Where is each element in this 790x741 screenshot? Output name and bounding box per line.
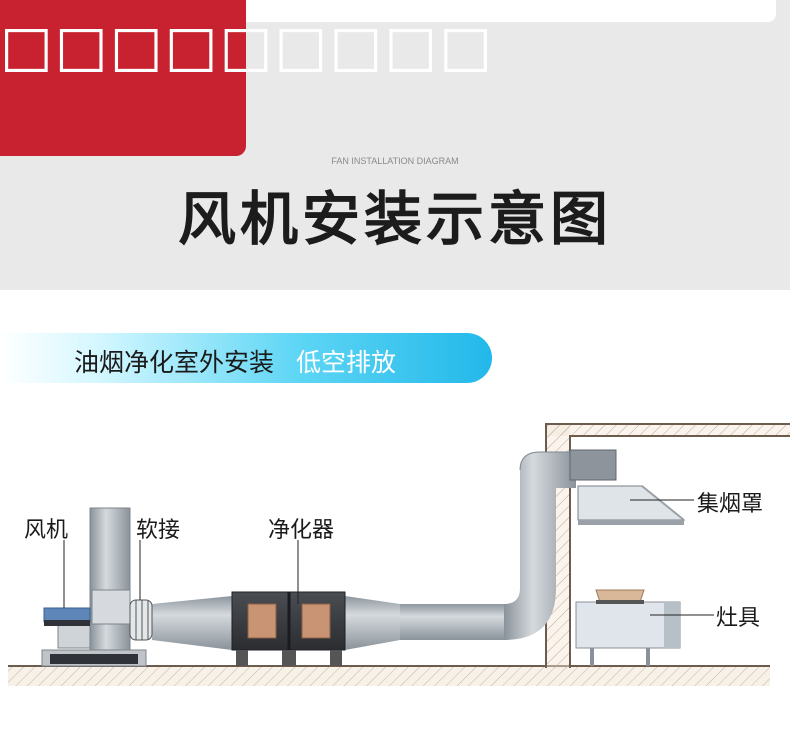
label-stove: 灶具 bbox=[716, 606, 761, 631]
label-purifier: 净化器 bbox=[268, 518, 335, 543]
exhaust-duct bbox=[152, 451, 576, 650]
page-title: 风机安装示意图 bbox=[177, 185, 612, 253]
subtitle-english: FAN INSTALLATION DIAGRAM bbox=[331, 156, 459, 166]
banner-main-text: 油烟净化室外安装 bbox=[74, 348, 275, 377]
ground bbox=[8, 665, 770, 686]
label-hood: 集烟罩 bbox=[697, 492, 764, 517]
soft-joint bbox=[129, 599, 153, 641]
banner-highlight-text: 低空排放 bbox=[296, 348, 397, 377]
section-banner-text: 油烟净化室外安装低空排放 bbox=[74, 343, 396, 379]
purifier bbox=[231, 591, 346, 666]
section-banner bbox=[0, 333, 492, 383]
stove bbox=[575, 589, 681, 666]
installation-diagram bbox=[8, 423, 790, 686]
top-card-edge bbox=[238, 0, 776, 22]
leader-lines bbox=[63, 499, 714, 616]
promo-badge: □□□□□□□□□ bbox=[0, 0, 492, 156]
smoke-hood bbox=[569, 449, 686, 525]
label-fan: 风机 bbox=[24, 518, 69, 543]
label-soft-joint: 软接 bbox=[136, 518, 181, 543]
fan bbox=[41, 507, 147, 667]
